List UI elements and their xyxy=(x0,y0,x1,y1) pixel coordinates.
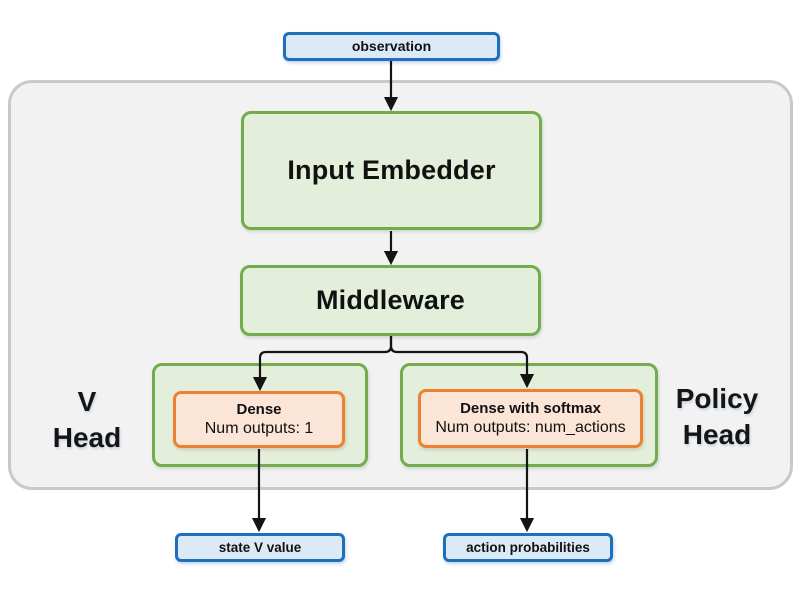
observation-label: observation xyxy=(351,38,432,55)
input-embedder-node: Input Embedder xyxy=(241,111,542,230)
v-head-label-line2: Head xyxy=(52,422,122,453)
action-probabilities-node: action probabilities xyxy=(443,533,613,562)
observation-node: observation xyxy=(283,32,500,61)
dense-softmax-num-outputs: Num outputs: num_actions xyxy=(435,418,626,436)
middleware-node: Middleware xyxy=(240,265,541,336)
policy-head-label-line1: Policy xyxy=(675,383,759,414)
input-embedder-label: Input Embedder xyxy=(287,154,496,185)
action-probabilities-label: action probabilities xyxy=(466,539,590,555)
v-head-label: V Head xyxy=(27,384,147,456)
state-v-value-node: state V value xyxy=(175,533,345,562)
dense-softmax-node: Dense with softmax Num outputs: num_acti… xyxy=(418,389,643,448)
policy-head-label-line2: Head xyxy=(682,419,752,450)
state-v-value-label: state V value xyxy=(218,539,302,555)
middleware-label: Middleware xyxy=(315,284,466,315)
dense-title: Dense xyxy=(236,400,282,418)
dense-softmax-title: Dense with softmax xyxy=(460,399,601,417)
v-head-label-line1: V xyxy=(77,386,97,417)
dense-num-outputs: Num outputs: 1 xyxy=(204,419,314,437)
policy-head-label: Policy Head xyxy=(657,381,777,453)
dense-node: Dense Num outputs: 1 xyxy=(173,391,345,448)
